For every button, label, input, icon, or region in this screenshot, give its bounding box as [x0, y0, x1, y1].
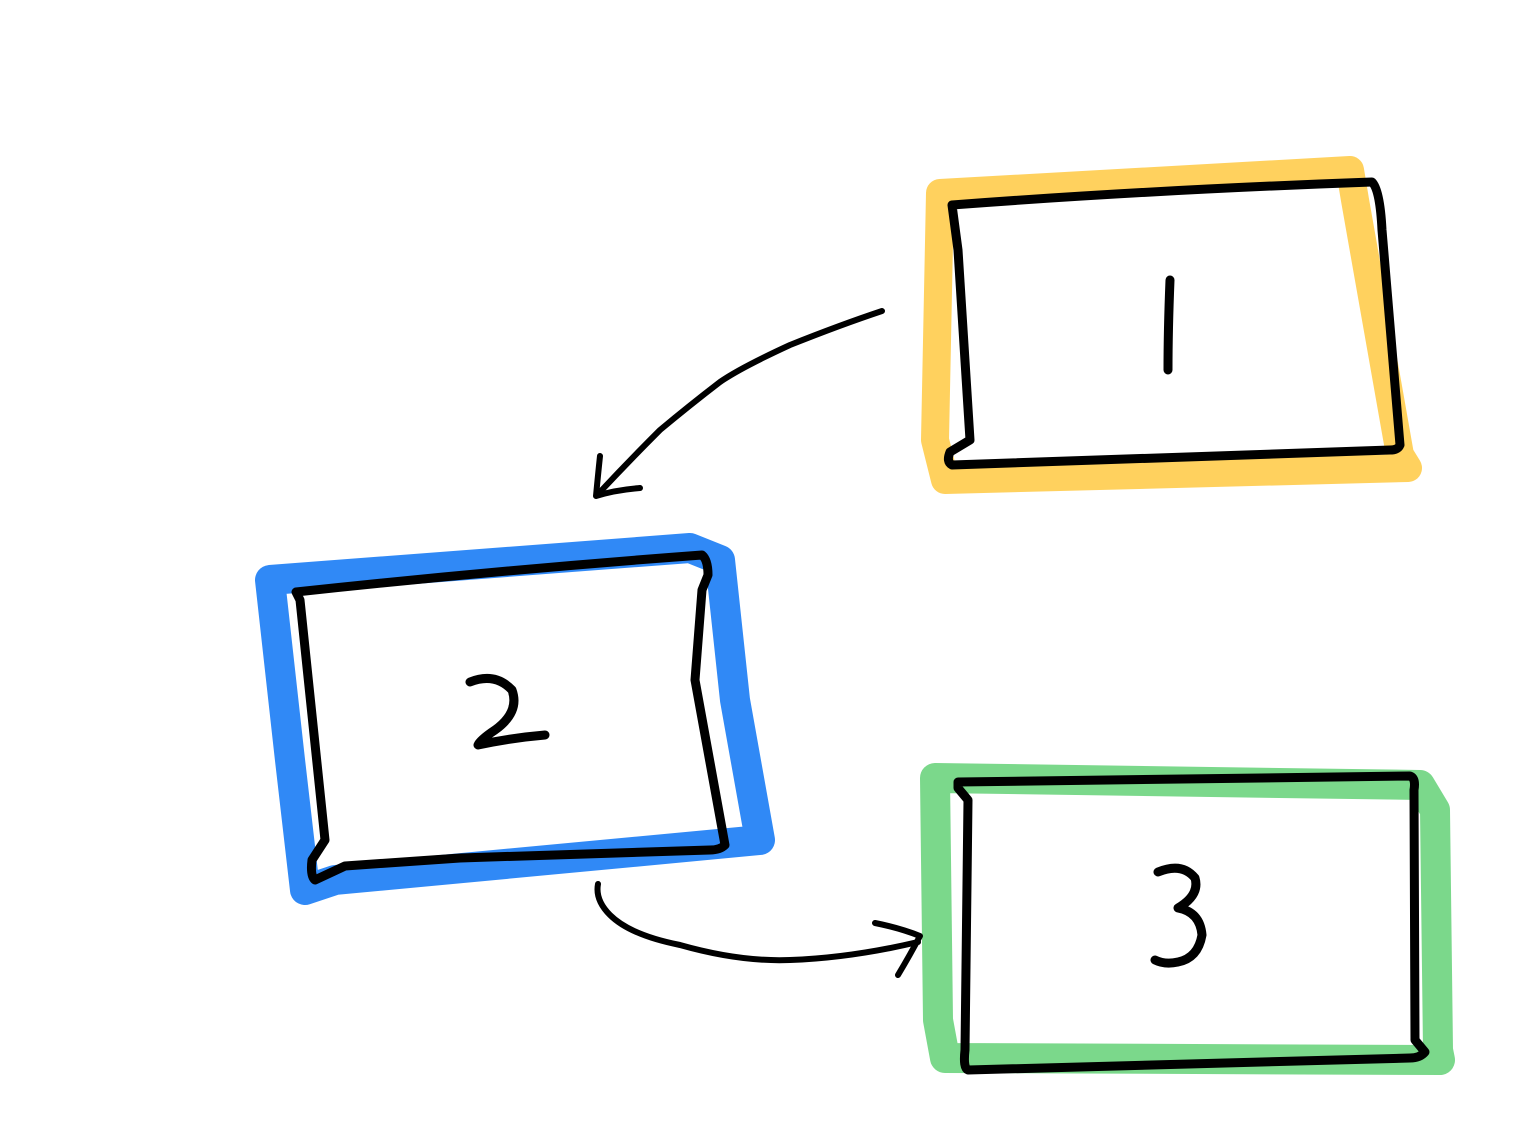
box-3-label-glyph [1150, 863, 1207, 968]
box-2-outline [291, 550, 730, 885]
box-3-highlight [920, 763, 1455, 1075]
box-1-label-glyph [1163, 275, 1175, 375]
arrow-2-to-3-head [872, 920, 923, 978]
arrow-2-to-3 [594, 881, 923, 978]
box-1: 1 [921, 156, 1422, 494]
arrow-1-to-2 [593, 308, 885, 499]
box-2: 2 [255, 533, 775, 905]
box-1-outline [943, 177, 1405, 470]
box-3: 3 [920, 763, 1455, 1075]
box-3-outline [953, 771, 1430, 1075]
arrow-1-to-2-shaft [597, 308, 885, 495]
box-3-label: 3 [1178, 914, 1179, 916]
arrow-2-to-3-shaft [594, 881, 921, 964]
box-1-highlight [921, 156, 1422, 494]
box-2-label-glyph [465, 673, 550, 750]
box-2-highlight [255, 533, 775, 905]
arrow-1-to-2-head [593, 453, 643, 499]
